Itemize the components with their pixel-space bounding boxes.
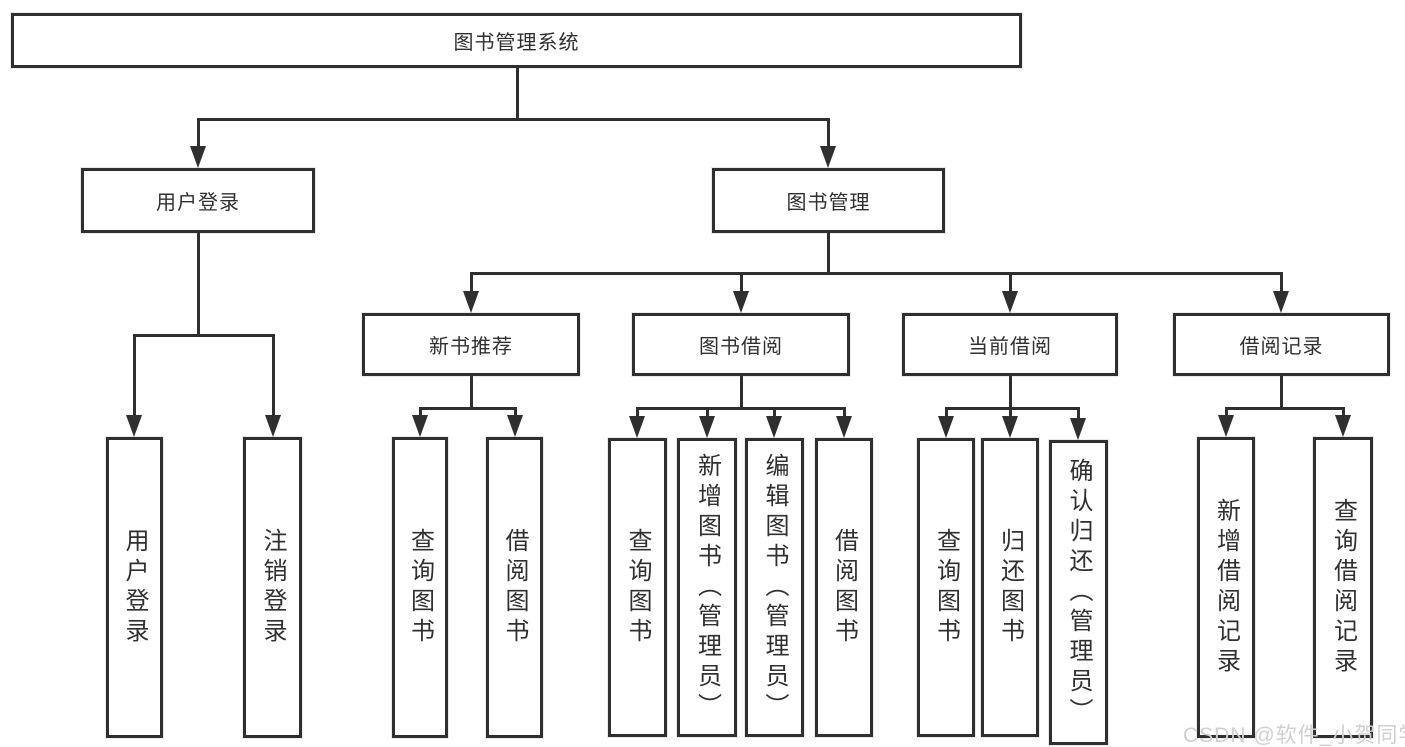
connector-line [1280, 272, 1283, 296]
connector-line [419, 407, 422, 419]
arrowhead-icon [836, 416, 852, 438]
connector-line [827, 118, 830, 152]
connector-line [740, 272, 743, 296]
csdn-watermark: CSDN @软件_小贺同学 [1183, 724, 1405, 747]
connector-line [133, 334, 275, 337]
arrowhead-icon [938, 416, 954, 438]
connector-line [470, 272, 1283, 275]
node-book-borrow: 图书借阅 [632, 313, 850, 376]
leaf-confirm-return-admin: 确认归还（管理员） [1049, 440, 1108, 745]
connector-line [827, 231, 830, 274]
connector-line [1009, 407, 1012, 419]
arrowhead-icon [1002, 416, 1018, 438]
node-current-borrow: 当前借阅 [902, 313, 1118, 376]
connector-line [773, 407, 776, 419]
connector-line [945, 407, 948, 419]
arrowhead-icon [126, 415, 142, 437]
connector-line [516, 66, 519, 120]
leaf-logout: 注销登录 [243, 437, 302, 738]
arrowhead-icon [265, 415, 281, 437]
leaf-edit-books-admin: 编辑图书（管理员） [745, 438, 804, 737]
node-new-book-recommend: 新书推荐 [362, 313, 580, 376]
arrowhead-icon [190, 146, 206, 168]
arrowhead-icon [1070, 418, 1086, 440]
connector-line [272, 334, 275, 420]
connector-line [470, 272, 473, 296]
arrowhead-icon [1273, 291, 1289, 313]
leaf-user-login: 用户登录 [106, 437, 163, 738]
connector-line [1280, 374, 1283, 409]
node-book-management: 图书管理 [712, 168, 945, 233]
connector-line [1009, 374, 1012, 409]
arrowhead-icon [820, 146, 836, 168]
connector-line [133, 334, 136, 420]
node-library-system: 图书管理系统 [11, 13, 1022, 68]
arrowhead-icon [1335, 415, 1351, 437]
connector-line [636, 407, 846, 410]
leaf-add-books-admin: 新增图书（管理员） [677, 438, 737, 737]
arrowhead-icon [699, 416, 715, 438]
leaf-return-books: 归还图书 [981, 438, 1039, 737]
leaf-borrow-books: 借阅图书 [815, 438, 873, 737]
arrowhead-icon [1002, 291, 1018, 313]
connector-line [1342, 407, 1345, 419]
connector-line [470, 374, 473, 409]
arrowhead-icon [733, 291, 749, 313]
leaf-query-books-borrow: 查询图书 [608, 438, 667, 737]
arrowhead-icon [412, 415, 428, 437]
connector-line [514, 407, 517, 419]
connector-line [706, 407, 709, 419]
connector-line [843, 407, 846, 419]
connector-line [1225, 407, 1228, 419]
leaf-borrow-books-recommend: 借阅图书 [486, 437, 543, 738]
connector-line [636, 407, 639, 419]
arrowhead-icon [629, 416, 645, 438]
connector-line [419, 407, 517, 410]
arrowhead-icon [1218, 415, 1234, 437]
connector-line [1225, 407, 1345, 410]
leaf-query-books-current: 查询图书 [917, 438, 975, 737]
leaf-query-books-recommend: 查询图书 [392, 437, 448, 738]
connector-line [197, 118, 830, 121]
node-user-login: 用户登录 [81, 168, 315, 233]
leaf-add-borrow-record: 新增借阅记录 [1197, 437, 1255, 738]
connector-line [1009, 272, 1012, 296]
connector-line [740, 374, 743, 409]
arrowhead-icon [463, 291, 479, 313]
connector-line [197, 231, 200, 336]
connector-line [1077, 407, 1080, 421]
leaf-query-borrow-record: 查询借阅记录 [1313, 437, 1373, 738]
arrowhead-icon [507, 415, 523, 437]
connector-line [945, 407, 1080, 410]
arrowhead-icon [766, 416, 782, 438]
connector-line [197, 118, 200, 152]
node-borrow-records: 借阅记录 [1173, 313, 1390, 376]
